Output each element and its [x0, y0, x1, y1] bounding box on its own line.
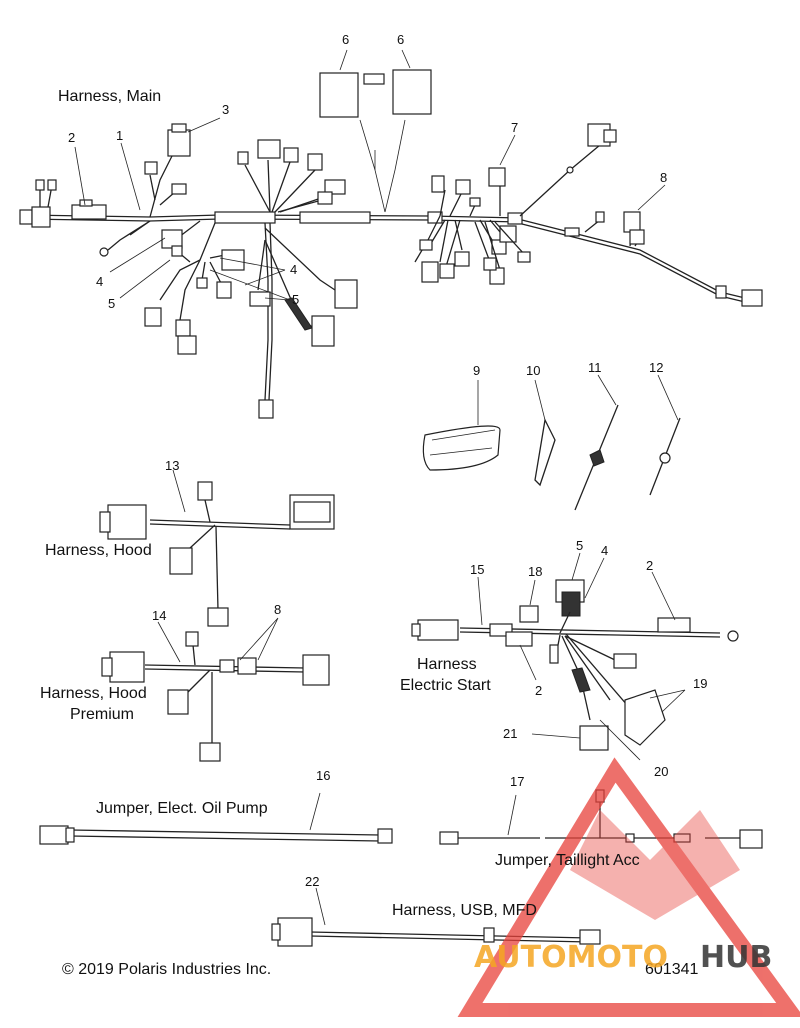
watermark-logo [457, 757, 800, 1017]
callout-15: 15 [470, 562, 485, 577]
diagram-number: 601341 [645, 961, 699, 978]
caption-harness-main: Harness, Main [58, 88, 162, 105]
callout-4-es: 4 [601, 543, 609, 558]
callout-7: 7 [511, 120, 519, 135]
hood-harness-drawing [99, 469, 335, 627]
callout-19: 19 [693, 676, 708, 691]
callout-5-es: 5 [576, 538, 584, 553]
callout-1: 1 [116, 128, 124, 143]
watermark-word-hub: HUB [700, 940, 773, 975]
callout-5-main-a: 5 [108, 296, 116, 311]
callout-8-hood: 8 [274, 602, 282, 617]
caption-harness-hood: Harness, Hood [45, 542, 152, 559]
small-parts-drawing [422, 374, 681, 511]
copyright-text: © 2019 Polaris Industries Inc. [62, 961, 272, 978]
callout-4-main-b: 4 [290, 262, 298, 277]
callout-3: 3 [222, 102, 230, 117]
main-harness-drawing [19, 69, 763, 419]
callout-22: 22 [305, 874, 320, 889]
main-leaders [74, 49, 666, 301]
callout-20: 20 [654, 764, 669, 779]
callout-16: 16 [316, 768, 331, 783]
callout-13: 13 [165, 458, 180, 473]
caption-jumper-oil-pump: Jumper, Elect. Oil Pump [96, 800, 268, 817]
caption-harness-usb: Harness, USB, MFD [392, 902, 537, 919]
callout-2-main: 2 [68, 130, 76, 145]
watermark-word-automoto: AUTOMOTO [474, 940, 668, 975]
callout-4-main-a: 4 [96, 274, 104, 289]
callout-21: 21 [503, 726, 518, 741]
callout-5-main-b: 5 [292, 292, 300, 307]
caption-harness-hood-premium-line2: Premium [70, 706, 135, 723]
caption-harness-hood-premium-line1: Harness, Hood [40, 685, 147, 702]
callout-6-a: 6 [342, 32, 350, 47]
oil-pump-jumper-drawing [39, 792, 393, 845]
usb-harness-drawing [271, 887, 601, 947]
callout-2-es-b: 2 [535, 683, 543, 698]
callout-6-b: 6 [397, 32, 405, 47]
hood-premium-harness-drawing [101, 617, 330, 762]
electric-start-harness-drawing [411, 552, 739, 761]
callout-17: 17 [510, 774, 525, 789]
caption-harness-electric-start-line1: Harness [417, 656, 477, 673]
callout-9: 9 [473, 363, 481, 378]
caption-harness-electric-start-line2: Electric Start [400, 677, 491, 694]
callout-10: 10 [526, 363, 541, 378]
callout-2-es-a: 2 [646, 558, 654, 573]
callout-8-main: 8 [660, 170, 668, 185]
caption-jumper-taillight: Jumper, Taillight Acc [495, 852, 640, 869]
callout-18: 18 [528, 564, 543, 579]
callout-11: 11 [588, 360, 602, 375]
callout-14: 14 [152, 608, 167, 623]
callout-12: 12 [649, 360, 664, 375]
